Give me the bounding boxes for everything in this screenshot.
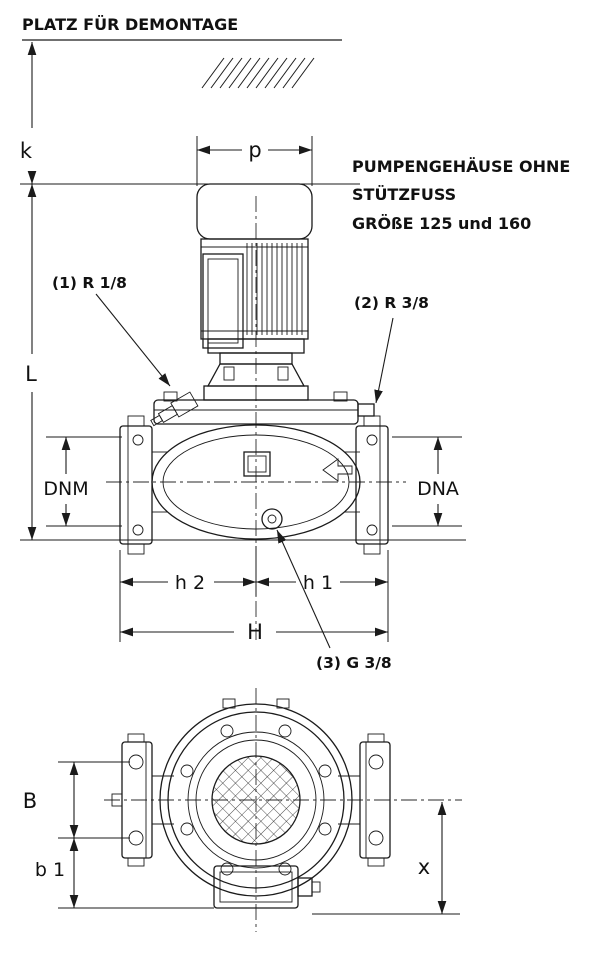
- extension-lines: [20, 136, 466, 915]
- note-line-2: STÜTZFUSS: [352, 185, 456, 204]
- note-line-1: PUMPENGEHÄUSE OHNE: [352, 157, 570, 176]
- note-line-3: GRÖßE 125 und 160: [352, 214, 531, 233]
- dim-h2-label: h 2: [175, 572, 205, 594]
- dim-k-label: k: [20, 139, 33, 163]
- plan-terminal-box: [213, 865, 321, 909]
- flow-direction-arrow: [322, 458, 353, 482]
- discharge-flange: [119, 415, 153, 555]
- dim-B-label: B: [23, 789, 37, 813]
- casing-outline: [159, 703, 353, 897]
- cooling-fins: [246, 243, 303, 335]
- nameplate: [243, 451, 271, 477]
- dimension-lines-front: [27, 42, 443, 637]
- dim-x-label: x: [418, 855, 430, 879]
- dim-dna-label: DNA: [417, 478, 459, 500]
- callout-3-label: (3) G 3/8: [316, 654, 392, 672]
- dim-L-label: L: [25, 362, 37, 386]
- fan-grille: [211, 755, 301, 845]
- dim-H-label: H: [247, 620, 263, 644]
- callout-leaders: [95, 293, 394, 649]
- pump-casing-front: [119, 391, 389, 555]
- dim-b1-label: b 1: [35, 859, 65, 881]
- dim-p-label: p: [248, 138, 261, 162]
- plan-suction-flange: [359, 733, 391, 867]
- ceiling-hatch: [201, 57, 315, 89]
- pump-top-view: [111, 698, 391, 909]
- terminal-box: [202, 253, 244, 349]
- dimension-lines-plan: [69, 762, 447, 914]
- dim-dnm-label: DNM: [43, 478, 88, 500]
- callout-2-label: (2) R 3/8: [354, 294, 429, 312]
- gauge-plug-r38: [357, 403, 375, 417]
- callout-1-label: (1) R 1/8: [52, 274, 127, 292]
- pump-housing-note: PUMPENGEHÄUSE OHNE STÜTZFUSS GRÖßE 125 u…: [352, 157, 570, 233]
- drain-plug-g38: [261, 508, 283, 530]
- dismantling-clearance: PLATZ FÜR DEMONTAGE: [22, 15, 342, 89]
- motor: [150, 183, 313, 427]
- suction-flange: [355, 415, 389, 555]
- title-platz-fuer-demontage: PLATZ FÜR DEMONTAGE: [22, 15, 238, 34]
- dim-h1-label: h 1: [303, 572, 333, 594]
- plan-discharge-flange: [111, 733, 153, 867]
- fan-cover: [196, 183, 313, 240]
- casing-bolts: [180, 724, 332, 876]
